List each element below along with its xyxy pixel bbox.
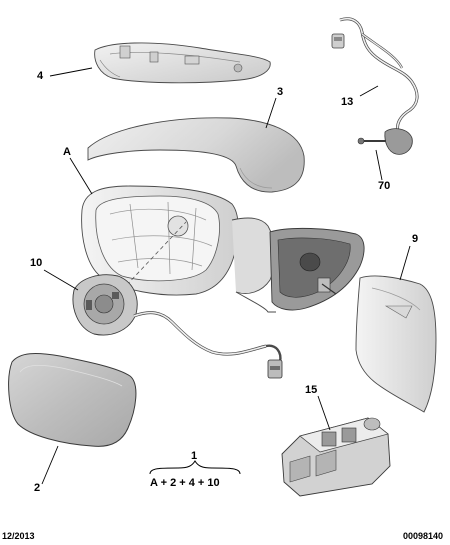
inner-shell-part-9 — [355, 275, 437, 413]
footer-reference: 00098140 — [403, 531, 444, 541]
leader-9 — [399, 245, 411, 281]
callout-9: 9 — [412, 233, 419, 245]
outer-cover-part-3 — [87, 117, 305, 193]
callout-4: 4 — [37, 70, 44, 82]
kit-formula: A + 2 + 4 + 10 — [150, 477, 220, 489]
leader-2 — [41, 445, 59, 485]
leader-4 — [49, 67, 93, 77]
screw-part-70 — [357, 137, 386, 145]
kit-number: 1 — [191, 450, 198, 462]
callout-15: 15 — [305, 384, 318, 396]
leader-a — [69, 157, 93, 195]
motor-part-10 — [72, 274, 283, 379]
leader-70 — [375, 149, 383, 181]
leader-15 — [317, 395, 331, 431]
callout-3: 3 — [277, 86, 284, 98]
indicator-part-4 — [94, 42, 271, 84]
kit-brace — [149, 460, 241, 475]
callout-a: A — [63, 146, 71, 158]
footer-date: 12/2013 — [2, 531, 35, 541]
callout-2: 2 — [34, 482, 41, 494]
leader-10 — [43, 269, 79, 291]
callout-70: 70 — [378, 180, 391, 192]
leader-lines — [41, 67, 411, 485]
callout-13: 13 — [341, 96, 354, 108]
wiring-harness-part-13 — [331, 17, 419, 155]
mirror-glass-part-2 — [8, 353, 137, 447]
callout-10: 10 — [30, 257, 43, 269]
leader-13 — [359, 85, 379, 97]
leader-3 — [265, 97, 277, 129]
switch-unit-part-15 — [281, 417, 391, 497]
mirror-housing-part-a — [81, 185, 365, 313]
